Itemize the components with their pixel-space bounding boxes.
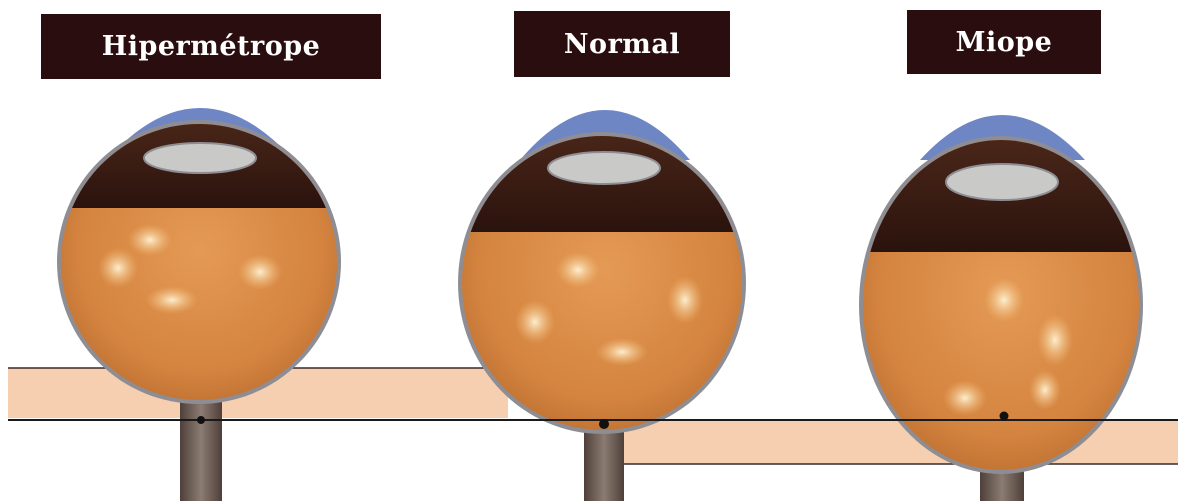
- normal-lens: [548, 152, 660, 184]
- hyperopia-eye: [55, 108, 345, 410]
- myopia-focus-point: [1000, 412, 1009, 421]
- hyperopia-lens: [144, 143, 256, 173]
- myopia-lens: [946, 164, 1058, 200]
- hyperopia-focus-point: [197, 416, 205, 424]
- normal-focus-point: [599, 419, 609, 429]
